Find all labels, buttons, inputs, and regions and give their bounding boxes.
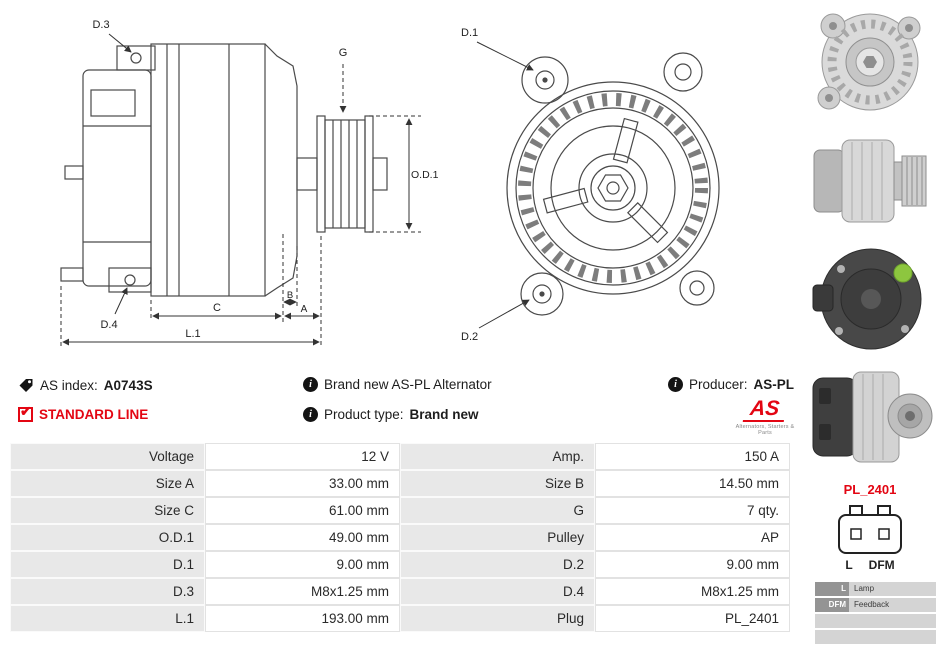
spec-label: D.2 (400, 551, 595, 578)
checkbox-checked-icon (18, 403, 33, 422)
spec-label: Plug (400, 605, 595, 632)
front-dimension-lines (476, 41, 534, 329)
front-view-technical-drawing: D.1 D.2 (461, 27, 720, 343)
tag-icon (19, 379, 33, 392)
spec-value: M8x1.25 mm (595, 578, 790, 605)
table-row: Voltage 12 V Amp. 150 A (10, 443, 790, 470)
legend-key: L (815, 582, 849, 596)
spec-label: D.1 (10, 551, 205, 578)
brand-new-text: Brand new AS-PL Alternator (324, 377, 492, 392)
table-row: D.1 9.00 mm D.2 9.00 mm (10, 551, 790, 578)
alternator-front-outline (506, 52, 720, 316)
legend-value: Feedback (849, 598, 936, 612)
spec-label: O.D.1 (10, 524, 205, 551)
product-photo-angled (812, 371, 933, 463)
table-row: D.3 M8x1.25 mm D.4 M8x1.25 mm (10, 578, 790, 605)
product-photo-rear (812, 248, 922, 350)
legend-row: L Lamp (815, 582, 936, 596)
standard-line-label: STANDARD LINE (39, 407, 149, 422)
dim-label-g: G (339, 47, 348, 59)
table-row: Size C 61.00 mm G 7 qty. (10, 497, 790, 524)
table-row: O.D.1 49.00 mm Pulley AP (10, 524, 790, 551)
as-pl-logo-mark: AS (743, 397, 787, 422)
spec-label: G (400, 497, 595, 524)
producer-value: AS-PL (753, 377, 795, 392)
product-type-value: Brand new (409, 407, 479, 422)
dim-label-d1: D.1 (461, 27, 478, 39)
table-row: L.1 193.00 mm Plug PL_2401 (10, 605, 790, 632)
spec-label: Size C (10, 497, 205, 524)
dim-label-a: A (301, 304, 308, 315)
spec-value: 193.00 mm (205, 605, 400, 632)
info-icon (303, 407, 318, 422)
spec-label: Size B (400, 470, 595, 497)
legend-row-empty (815, 630, 936, 644)
spec-value: 7 qty. (595, 497, 790, 524)
spec-value: AP (595, 524, 790, 551)
dim-label-d3: D.3 (92, 19, 109, 31)
spec-label: D.4 (400, 578, 595, 605)
spec-label: L.1 (10, 605, 205, 632)
product-photo-front (817, 13, 921, 111)
spec-value: 49.00 mm (205, 524, 400, 551)
spec-value: 61.00 mm (205, 497, 400, 524)
dim-label-l1: L.1 (185, 328, 200, 340)
info-icon (303, 377, 318, 392)
as-pl-logo-tagline: Alternators, Starters & Parts (735, 424, 795, 436)
spec-value: 9.00 mm (205, 551, 400, 578)
legend-row-empty (815, 614, 936, 628)
standard-line-row: STANDARD LINE (18, 403, 149, 422)
alternator-side-outline (60, 43, 388, 297)
product-photo-side (813, 139, 927, 223)
plug-connector-drawing (838, 505, 902, 554)
pin-l-label: L (845, 558, 853, 572)
table-row: Size A 33.00 mm Size B 14.50 mm (10, 470, 790, 497)
as-index-label: AS index: (40, 377, 98, 393)
spec-value: 33.00 mm (205, 470, 400, 497)
dim-label-b: B (287, 290, 293, 301)
spec-value: PL_2401 (595, 605, 790, 632)
as-index-value: A0743S (103, 377, 153, 393)
pin-dfm-label: DFM (868, 558, 895, 572)
plug-pins-label: L DFM (805, 558, 935, 572)
spec-label: Pulley (400, 524, 595, 551)
spec-value: 14.50 mm (595, 470, 790, 497)
spec-label: Amp. (400, 443, 595, 470)
spec-label: D.3 (10, 578, 205, 605)
legend-row: DFM Feedback (815, 598, 936, 612)
spec-table: Voltage 12 V Amp. 150 A Size A 33.00 mm … (10, 443, 790, 632)
dim-label-c: C (213, 302, 221, 314)
spec-value: 12 V (205, 443, 400, 470)
dim-label-d2: D.2 (461, 331, 478, 343)
product-type-label: Product type: (324, 407, 404, 422)
spec-value: 150 A (595, 443, 790, 470)
side-dimension-lines (60, 33, 421, 346)
info-icon (668, 377, 683, 392)
legend-key: DFM (815, 598, 849, 612)
dim-label-od1: O.D.1 (411, 169, 439, 181)
plug-code-label: PL_2401 (843, 482, 897, 497)
product-type-row: Product type: Brand new (303, 407, 479, 422)
dim-label-d4: D.4 (100, 319, 117, 331)
pin-legend: L Lamp DFM Feedback (815, 582, 936, 646)
as-pl-logo: AS Alternators, Starters & Parts (735, 397, 795, 436)
producer-label: Producer: (689, 377, 748, 392)
spec-label: Voltage (10, 443, 205, 470)
side-view-technical-drawing: D.3 G O.D.1 D.4 C B A L.1 (60, 19, 439, 346)
spec-label: Size A (10, 470, 205, 497)
spec-value: M8x1.25 mm (205, 578, 400, 605)
brand-new-row: Brand new AS-PL Alternator (303, 377, 492, 392)
legend-value: Lamp (849, 582, 936, 596)
spec-value: 9.00 mm (595, 551, 790, 578)
producer-row: Producer: AS-PL (668, 377, 794, 392)
as-index-row: AS index: A0743S (18, 377, 153, 393)
